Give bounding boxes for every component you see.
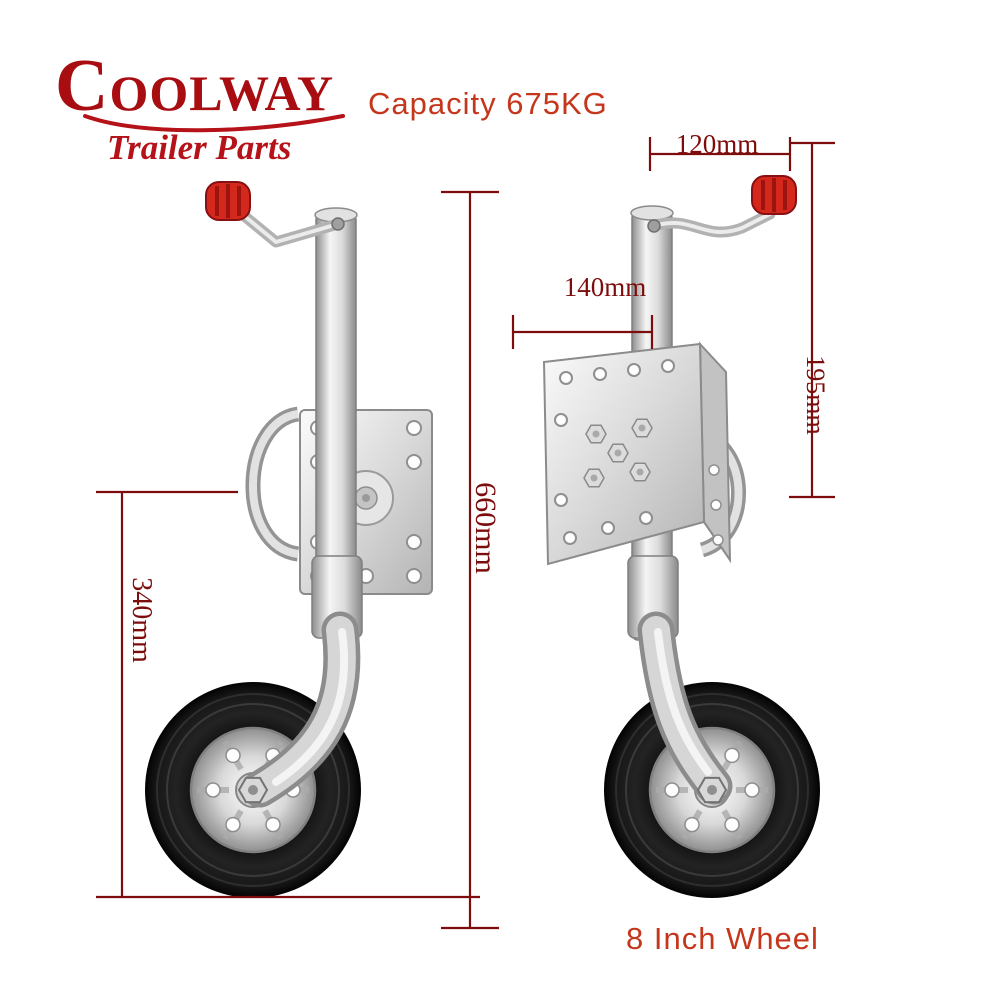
- dim-label-340: 340mm: [126, 577, 157, 663]
- dim-label-140: 140mm: [563, 272, 647, 302]
- dimension-lines: [96, 137, 835, 930]
- dim-line-140: [511, 315, 654, 349]
- crank-handle: [647, 208, 776, 238]
- brand-logo: COOLWAY Trailer Parts: [55, 48, 365, 168]
- crank-knob: [205, 181, 251, 221]
- crank-handle: [236, 208, 345, 248]
- wheel-size-label: 8 Inch Wheel: [626, 921, 819, 956]
- crank-knob: [751, 175, 797, 215]
- dim-label-120: 120mm: [675, 129, 759, 159]
- jockey-wheel-front-view: [542, 175, 819, 897]
- capacity-title: Capacity 675KG: [368, 86, 608, 121]
- brand-name: COOLWAY: [55, 45, 335, 127]
- jockey-wheel-side-view: [146, 181, 433, 897]
- brand-tagline: Trailer Parts: [107, 127, 292, 167]
- fork-arm: [637, 611, 733, 805]
- dim-line-660: [441, 190, 499, 930]
- fork-arm: [237, 611, 361, 808]
- mounting-plate: [542, 341, 732, 566]
- logo-swoosh: [83, 114, 345, 133]
- swivel-handle: [245, 406, 300, 562]
- jack-tube: [311, 207, 363, 639]
- dim-label-195: 195mm: [801, 355, 830, 435]
- dim-line-340: [96, 490, 480, 899]
- dim-label-660: 660mm: [469, 482, 502, 574]
- dim-line-195: [789, 141, 835, 499]
